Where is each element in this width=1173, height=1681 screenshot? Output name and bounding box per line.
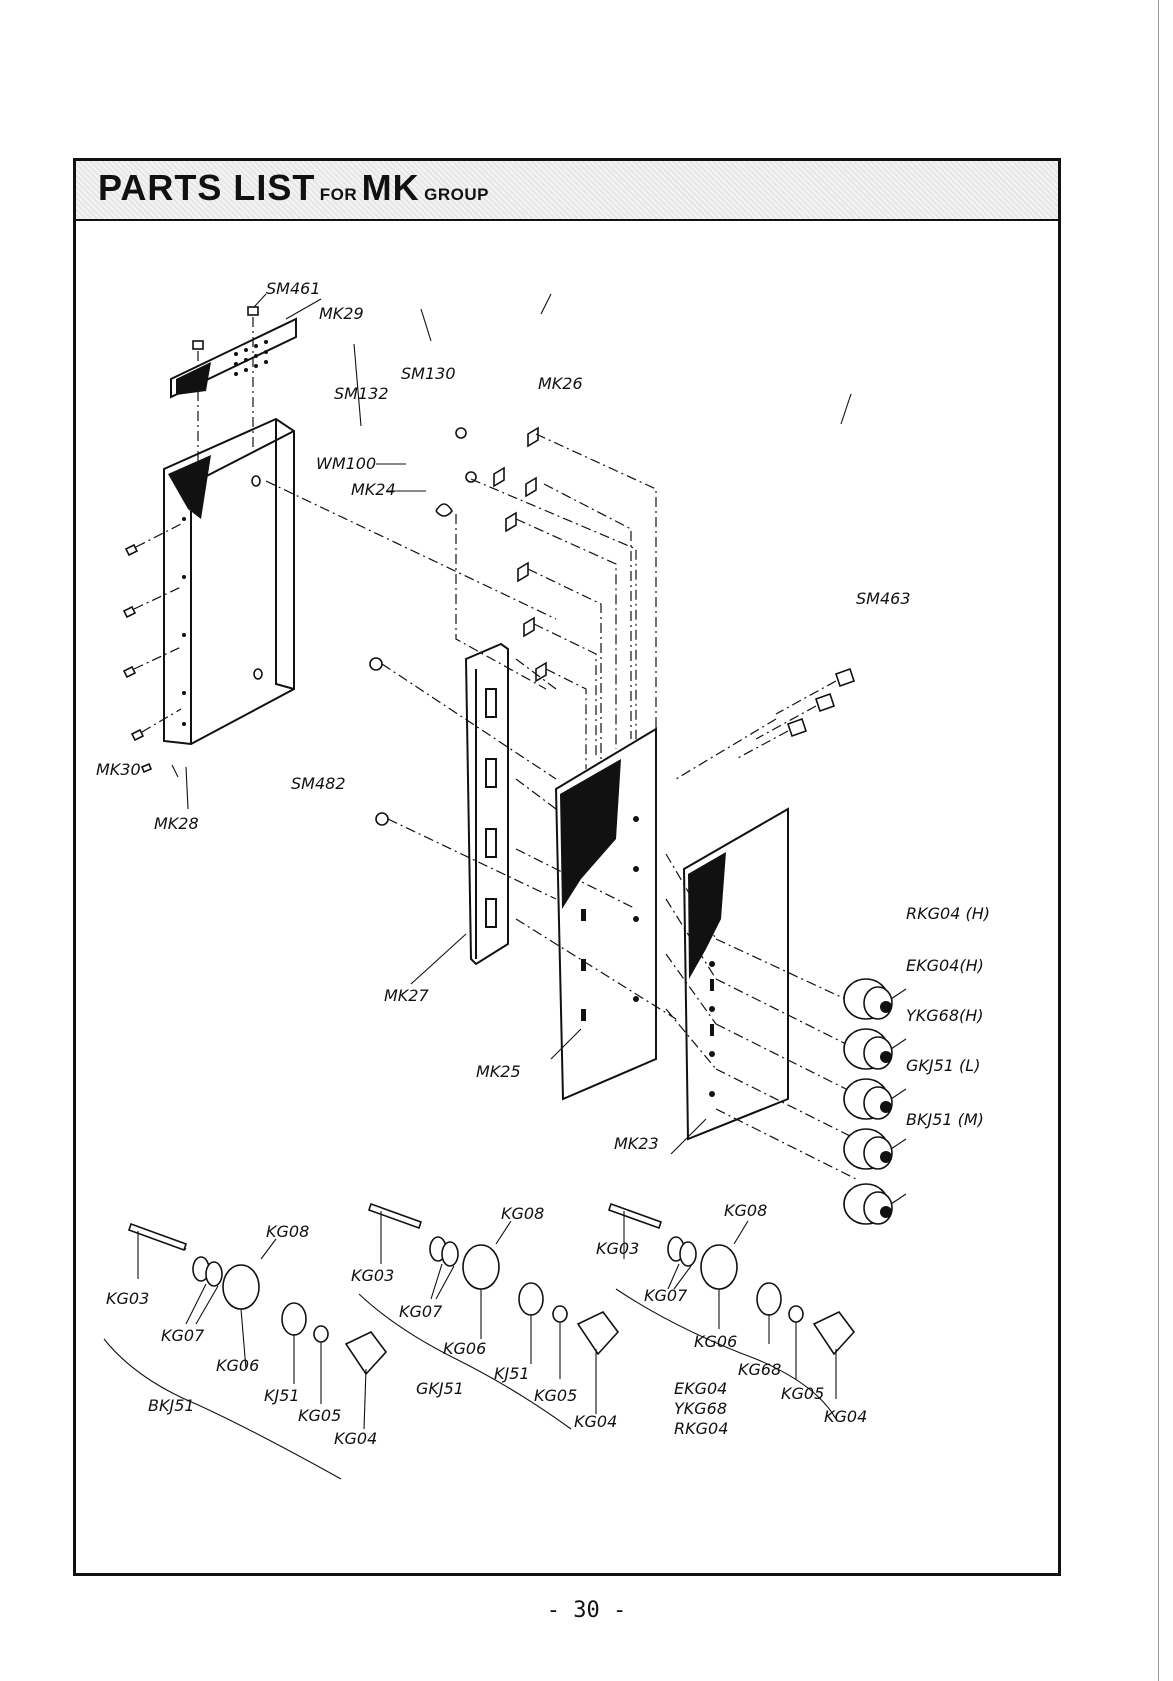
- a3-label-kg04: KG04: [824, 1407, 867, 1426]
- label-mk28: MK28: [154, 814, 199, 833]
- a3-group-label-2: YKG68: [674, 1399, 727, 1418]
- a2-label-knob: KJ51: [494, 1364, 530, 1383]
- a2-label-kg05: KG05: [534, 1386, 577, 1405]
- mk26-clips: [370, 428, 546, 825]
- label-sm482: SM482: [291, 774, 346, 793]
- parts-list-frame: PARTS LIST FOR MK GROUP: [73, 158, 1061, 1576]
- a1-group-label: BKJ51: [148, 1396, 195, 1415]
- mk25-circuit-board: [556, 729, 656, 1099]
- title-bar: PARTS LIST FOR MK GROUP: [76, 161, 1058, 221]
- a3-label-kg05: KG05: [781, 1384, 824, 1403]
- a3-label-kg03: KG03: [596, 1239, 639, 1258]
- label-sm461: SM461: [266, 279, 321, 298]
- label-gkj51l: GKJ51 (L): [906, 1056, 980, 1075]
- label-ykg68h: YKG68(H): [906, 1006, 984, 1025]
- page-number: - 30 -: [0, 1598, 1173, 1623]
- label-sm463: SM463: [856, 589, 911, 608]
- a1-label-kg03: KG03: [106, 1289, 149, 1308]
- a3-group-label-1: EKG04: [674, 1379, 727, 1398]
- assembly-gkj51: [359, 1204, 618, 1429]
- a2-label-kg07: KG07: [399, 1302, 443, 1321]
- a2-group-label: GKJ51: [416, 1379, 464, 1398]
- mk30-screws: [124, 524, 181, 772]
- label-wm100: WM100: [316, 454, 376, 473]
- a2-label-kg03: KG03: [351, 1266, 394, 1285]
- label-bkj51m: BKJ51 (M): [906, 1110, 984, 1129]
- exploded-view-diagram: SM461 MK29 SM130 SM132 MK26 WM100 MK24 S…: [76, 219, 1058, 1571]
- label-rkg04h: RKG04 (H): [906, 904, 990, 923]
- a1-label-kg04: KG04: [334, 1429, 377, 1448]
- label-mk24: MK24: [351, 480, 396, 499]
- leader-lines: [172, 294, 906, 1204]
- label-ekg04h: EKG04(H): [906, 956, 984, 975]
- a2-label-kg06: KG06: [443, 1339, 486, 1358]
- a3-label-knob: KG68: [738, 1360, 781, 1379]
- mk29-bracket: [171, 319, 296, 397]
- mk29-dash-lines: [198, 317, 253, 477]
- mk27-mounting-rail: [466, 644, 508, 964]
- a1-label-kg08: KG08: [266, 1222, 309, 1241]
- title-group: GROUP: [424, 185, 489, 204]
- a3-label-kg06: KG06: [694, 1332, 737, 1351]
- label-mk26: MK26: [538, 374, 583, 393]
- label-mk23: MK23: [614, 1134, 659, 1153]
- a2-label-kg08: KG08: [501, 1204, 544, 1223]
- sm463-screws: [736, 669, 854, 759]
- title-mk: MK: [362, 167, 420, 208]
- label-mk29: MK29: [319, 304, 364, 323]
- a2-label-kg04: KG04: [574, 1412, 617, 1431]
- knob-column: [844, 979, 892, 1224]
- label-mk27: MK27: [384, 986, 429, 1005]
- a3-label-kg07: KG07: [644, 1286, 688, 1305]
- mk23-circuit-board: [684, 809, 788, 1139]
- page-edge-line: [1158, 0, 1159, 1681]
- a3-group-label-3: RKG04: [674, 1419, 728, 1438]
- label-mk30: MK30: [96, 760, 141, 779]
- title-parts-list: PARTS LIST: [98, 167, 315, 208]
- a1-label-kg06: KG06: [216, 1356, 259, 1375]
- a1-label-knob: KJ51: [264, 1386, 300, 1405]
- label-sm132: SM132: [334, 384, 389, 403]
- page-title: PARTS LIST FOR MK GROUP: [98, 167, 489, 209]
- a1-label-kg07: KG07: [161, 1326, 205, 1345]
- title-for: FOR: [320, 185, 357, 204]
- mk28-case-panel: [164, 419, 294, 744]
- label-mk25: MK25: [476, 1062, 521, 1081]
- label-sm130: SM130: [401, 364, 456, 383]
- a1-label-kg05: KG05: [298, 1406, 341, 1425]
- a3-label-kg08: KG08: [724, 1201, 767, 1220]
